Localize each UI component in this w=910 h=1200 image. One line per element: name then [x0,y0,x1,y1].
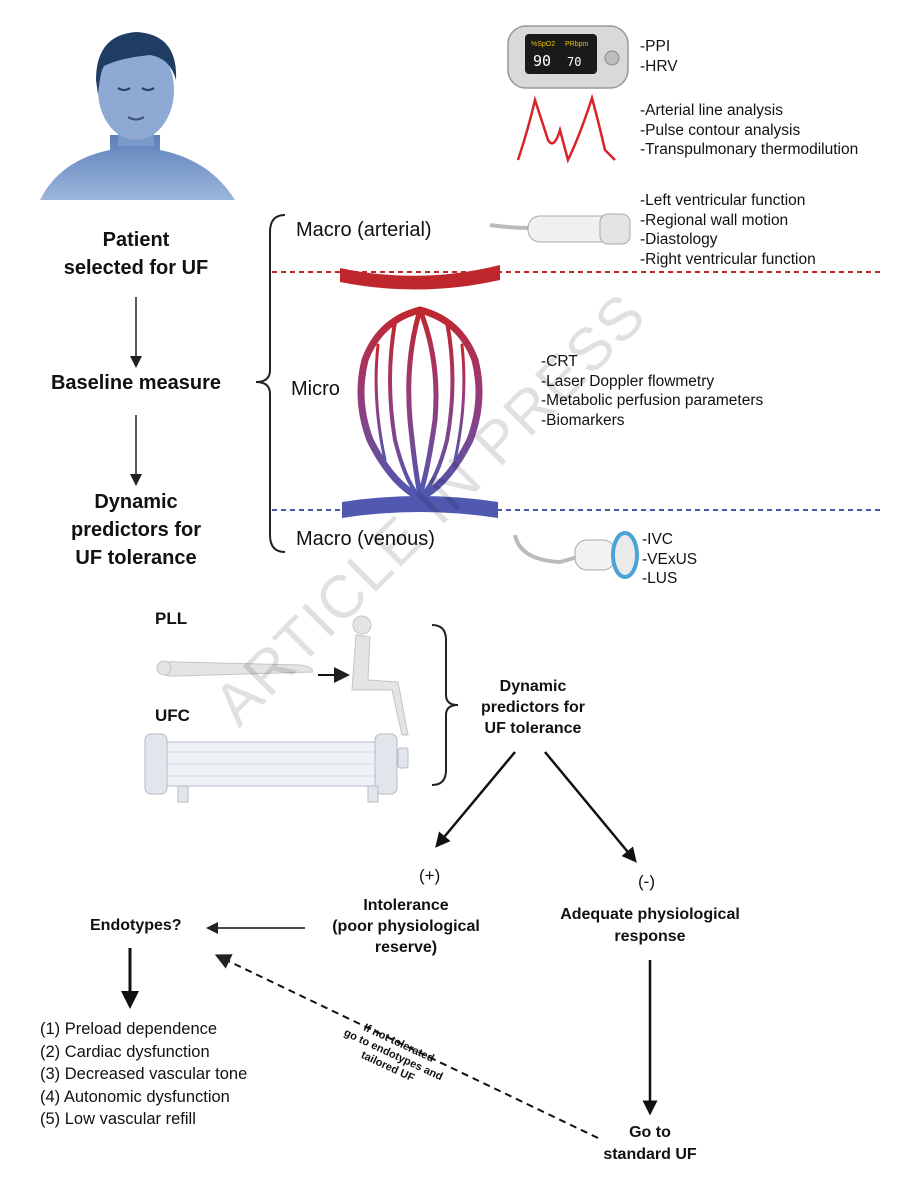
left-dynamic-line-2: predictors for [70,519,202,541]
standard-uf-label: Go to standard UF [580,1122,720,1166]
endotypes-list: (1) Preload dependence (2) Cardiac dysfu… [40,1018,247,1131]
ultrafiltration-cartridge-icon [144,733,409,803]
endotypes-title: Endotypes? [90,917,182,934]
list-item: -Biomarkers [541,411,625,429]
center-dynamic-line-3: UF tolerance [484,720,582,737]
standard-uf-line-1: Go to [629,1124,671,1141]
patient-icon [40,32,235,200]
list-item: (3) Decreased vascular tone [40,1065,248,1083]
center-dynamic-line-2: predictors for [480,699,585,716]
baseline-measure-label: Baseline measure [50,372,222,394]
echo-probe-icon [489,213,631,245]
negative-sign: (-) [638,872,655,891]
list-item: (2) Cardiac dysfunction [40,1042,210,1061]
ultrasound-probe-icon [513,531,639,579]
pll-label: PLL [155,609,188,628]
arrow-to-intolerance [435,751,516,848]
microcirculation-icon [340,265,500,518]
standard-uf-line-2: standard UF [603,1146,697,1163]
patient-selected-label: Patient selected for UF [36,226,236,282]
arrow-to-adequate [544,751,637,863]
arterial-waveform-icon [516,93,616,164]
echo-list: -Left ventricular function -Regional wal… [640,191,816,269]
list-item: (4) Autonomic dysfunction [40,1087,230,1106]
adequate-line-1: Adequate physiological [560,906,740,923]
list-item: -Diastology [640,231,718,248]
list-item: -LUS [642,570,678,587]
oximeter-value-spo2: 90 [533,52,551,70]
list-item: -Transpulmonary thermodilution [640,141,859,158]
intolerance-line-2: (poor physiological [332,918,480,935]
intolerance-line-1: Intolerance [363,897,449,914]
pulse-oximeter-icon [507,25,629,89]
macro-venous-label: Macro (venous) [296,528,435,550]
list-item: -Arterial line analysis [640,102,783,119]
list-item: -Left ventricular function [640,192,806,209]
intolerance-label: Intolerance (poor physiological reserve) [316,895,496,958]
passive-leg-lift-icon [156,615,409,736]
adequate-line-2: response [614,928,686,945]
adequate-response-label: Adequate physiological response [540,904,760,948]
list-item: -Right ventricular function [640,250,816,268]
list-item: -IVC [642,531,673,548]
arterial-waveform-list: -Arterial line analysis -Pulse contour a… [640,101,858,160]
venous-list: -IVC -VExUS -LUS [642,530,697,589]
bracket-tests [431,624,459,786]
list-item: -Metabolic perfusion parameters [541,392,764,409]
micro-list: -CRT -Laser Doppler flowmetry -Metabolic… [541,352,763,430]
list-item: -VExUS [642,550,698,568]
oximeter-list: -PPI -HRV [640,37,678,76]
macro-arterial-label: Macro (arterial) [296,219,432,241]
patient-line-1: Patient [102,229,170,251]
oximeter-value-pr: 70 [567,55,581,69]
left-dynamic-predictors-label: Dynamic predictors for UF tolerance [36,488,236,572]
intolerance-line-3: reserve) [374,939,438,956]
list-item: -Regional wall motion [640,211,789,229]
list-item: -HRV [640,57,678,75]
patient-line-2: selected for UF [63,257,209,279]
list-item: -Laser Doppler flowmetry [541,372,715,390]
left-dynamic-line-3: UF tolerance [75,547,197,569]
list-item: (1) Preload dependence [40,1020,218,1038]
ufc-label: UFC [155,706,190,725]
positive-sign: (+) [419,866,441,885]
curly-brace-compartments [255,214,286,553]
micro-label: Micro [291,378,340,400]
left-dynamic-line-1: Dynamic [94,491,178,513]
dashed-arrow-not-tolerated [214,954,599,1139]
oximeter-label-pr: PRbpm [565,41,589,48]
list-item: -CRT [541,353,578,370]
center-dynamic-predictors-label: Dynamic predictors for UF tolerance [468,676,598,739]
center-dynamic-line-1: Dynamic [499,678,567,695]
list-item: -Pulse contour analysis [640,121,801,139]
list-item: -PPI [640,38,671,55]
oximeter-label-spo2: %SpO2 [531,41,555,48]
list-item: (5) Low vascular refill [40,1110,196,1128]
